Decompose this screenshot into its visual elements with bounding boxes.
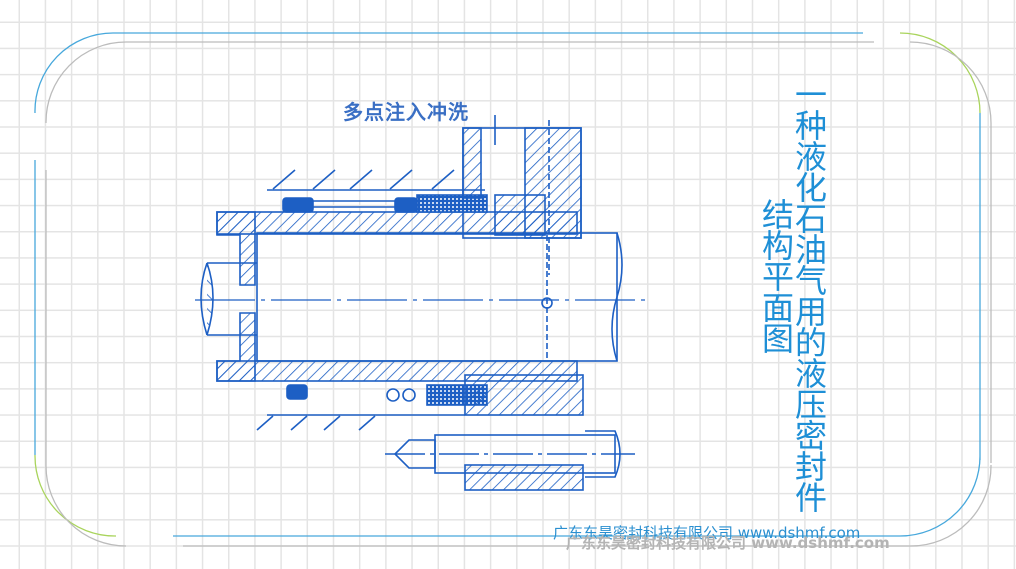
seal-cross-section-drawing [195, 115, 645, 491]
slide-title-line-2: 结构平面图 [757, 198, 795, 353]
footer-company-shadow: 广东东昊密封科技有限公司 www.dshmf.com [566, 534, 890, 552]
footer-company-blue: 广东东昊密封科技有限公司 www.dshmf.com [553, 524, 861, 542]
flush-injection-label: 多点注入冲洗 [343, 100, 469, 124]
slide-title-line-1: 一种液化石油气用的液压密封件 [790, 78, 828, 512]
